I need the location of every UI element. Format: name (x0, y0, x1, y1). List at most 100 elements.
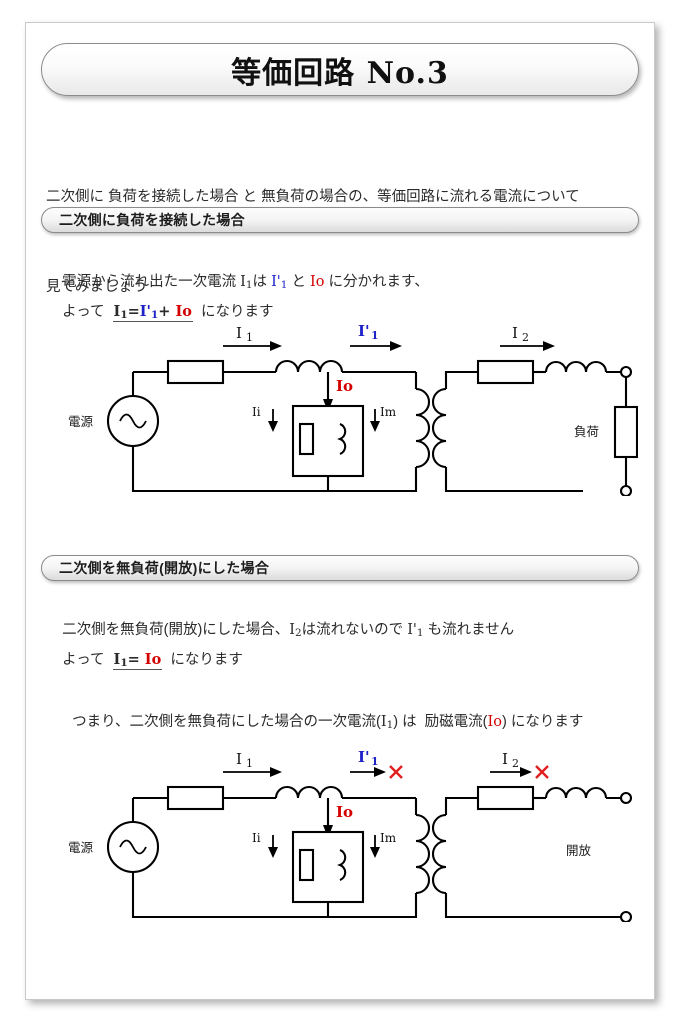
s2-l1-pre: 二次側を無負荷(開放)にした場合、 (62, 622, 290, 638)
s2-eq-equals: = (127, 651, 145, 668)
circuit-1-svg: 電源 I 1 I' 1 Io (68, 322, 638, 496)
c1-wire-bottom (131, 446, 328, 493)
c2-primary-inductor (274, 786, 344, 799)
c1-i1-arrow-head (270, 341, 282, 351)
c2-ac-source-circle (106, 820, 160, 874)
c2-secondary-inductor (544, 786, 608, 799)
s2-l3-pre: つまり、二次側を無負荷にした場合の一次電流( (72, 714, 381, 730)
c2-transformer-primary (415, 813, 431, 895)
c2-sec-bottom-wire (444, 893, 623, 919)
circuit-diagram-loaded: 電源 I 1 I' 1 Io (38, 311, 638, 496)
c2-secondary-resistor (476, 785, 535, 811)
c2-magnetizing-inductor (336, 849, 347, 881)
c1-i1-label: I (236, 324, 242, 342)
c2-terminal-top (619, 791, 633, 805)
s2-eq-io: Io (144, 651, 162, 668)
section-2-equation: I1= Io (112, 651, 163, 670)
intro-paragraph: 二次側に 負荷を接続した場合 と 無負荷の場合の、等価回路に流れる電流について … (46, 122, 580, 362)
c2-im-label: Im (380, 831, 397, 845)
s2-l3-io: Io (487, 714, 502, 730)
c2-sec-top-wire (444, 796, 478, 815)
c1-ii-label: Ii (252, 405, 261, 419)
c1-terminal-top (619, 365, 633, 379)
c2-i2-blocked-x-icon (535, 765, 549, 779)
c2-transformer-secondary (431, 813, 447, 895)
c2-i2-sub: 2 (512, 757, 519, 770)
page-title-banner: 等価回路 No.3 (41, 43, 639, 96)
s1-l1-pre: 電源から流れ出た一次電流 (62, 274, 241, 290)
c1-xf-pri-bottom-wire (328, 467, 418, 493)
s1-eq-i1: I (113, 303, 121, 320)
section-2-heading: 二次側を無負荷(開放)にした場合 (59, 560, 270, 576)
s1-eq-equals: = (127, 303, 140, 320)
c2-source-label: 電源 (68, 841, 94, 855)
s1-eq-i1-sub: 1 (120, 308, 128, 321)
c2-wire-bottom (131, 872, 328, 919)
s1-l1-i1-sub: 1 (245, 278, 253, 291)
s2-l1-ip1: I' (407, 622, 417, 638)
s2-l3-mid: ) は 励磁電流( (393, 714, 488, 730)
s2-l2-post: になります (162, 652, 243, 668)
c2-ii-arrow-head (268, 847, 278, 858)
s1-l2-post: になります (192, 304, 274, 320)
c1-ip1-sub: 1 (371, 329, 379, 342)
page-title: 等価回路 No.3 (231, 55, 449, 91)
c1-io-label: Io (336, 377, 353, 395)
c2-io-label: Io (336, 803, 353, 821)
c2-i1-label: I (236, 750, 242, 768)
s1-l1-mid2: と (287, 274, 311, 290)
s1-l1-ip1-sub: 1 (280, 278, 288, 291)
s2-l3-i1: I (380, 714, 387, 730)
intro-line-2: 見てみましょう (46, 279, 148, 295)
s1-l1-i1: I (240, 274, 246, 290)
page-content: 等価回路 No.3 二次側に 負荷を接続した場合 と 無負荷の場合の、等価回路に… (26, 23, 654, 999)
c1-i2-label: I (512, 324, 518, 342)
c2-ip1-label: I' (358, 748, 370, 766)
section-1-line-2: よって I1=I'1+ Io になります (46, 267, 273, 360)
c2-i2-arrow-head (520, 767, 532, 777)
c1-secondary-inductor (544, 360, 608, 373)
section-2-line-3: つまり、二次側を無負荷にした場合の一次電流(I1) は 励磁電流(Io) になり… (56, 677, 583, 770)
c2-ip1-arrow-head (374, 767, 386, 777)
s2-eq-i1-sub: 1 (120, 656, 128, 669)
c1-sec-top-wire (444, 370, 478, 389)
c2-ii-label: Ii (252, 831, 261, 845)
s1-eq-ip1-sub: 1 (150, 308, 159, 321)
s1-l1-io: Io (310, 274, 325, 290)
c2-i2-label: I (502, 750, 508, 768)
c2-primary-resistor (166, 785, 225, 811)
c2-open-label: 開放 (566, 843, 592, 858)
c1-transformer-primary (415, 387, 431, 469)
s2-l1-ip1-sub: 1 (416, 626, 424, 639)
s1-l2-pre: よって (62, 304, 113, 320)
s2-l2-pre: よって (62, 652, 113, 668)
c1-transformer-secondary (431, 387, 447, 469)
section-1-heading-banner: 二次側に負荷を接続した場合 (41, 207, 639, 233)
s1-eq-io: Io (175, 303, 192, 320)
c1-i2-arrow-head (543, 341, 555, 351)
c1-im-arrow-head (370, 421, 380, 432)
c1-i2-sub: 2 (522, 331, 529, 344)
section-1-line-1: 電源から流れ出た一次電流 I1は I'1 と Io に分かれます、 (46, 237, 429, 330)
s2-l1-mid: は流れないので (301, 622, 408, 638)
c1-sec-bottom-wire (444, 467, 583, 493)
c2-i1-arrow-head (270, 767, 282, 777)
c1-im-label: Im (380, 405, 397, 419)
section-2-line-1: 二次側を無負荷(開放)にした場合、I2は流れないので I'1 も流れません (46, 585, 514, 678)
c1-ip1-label: I' (358, 322, 370, 340)
c1-source-label: 電源 (68, 415, 94, 429)
section-1-equation: I1=I'1+ Io (112, 303, 193, 322)
intro-line-1: 二次側に 負荷を接続した場合 と 無負荷の場合の、等価回路に流れる電流について (46, 189, 580, 205)
c2-im-arrow-head (370, 847, 380, 858)
section-2-heading-banner: 二次側を無負荷(開放)にした場合 (41, 555, 639, 581)
section-1-heading: 二次側に負荷を接続した場合 (59, 212, 245, 228)
c1-load-resistor (613, 405, 638, 459)
c1-primary-inductor (274, 360, 344, 373)
s2-l1-i2-sub: 2 (295, 626, 302, 639)
section-2-line-2: よって I1= Io になります (46, 615, 243, 708)
s2-l3-i1-sub: 1 (386, 718, 394, 731)
c1-magnetizing-inductor (336, 423, 347, 455)
c1-ii-arrow-head (268, 421, 278, 432)
s2-l1-post: も流れません (423, 622, 515, 638)
s2-l3-post: ) になります (501, 714, 584, 730)
